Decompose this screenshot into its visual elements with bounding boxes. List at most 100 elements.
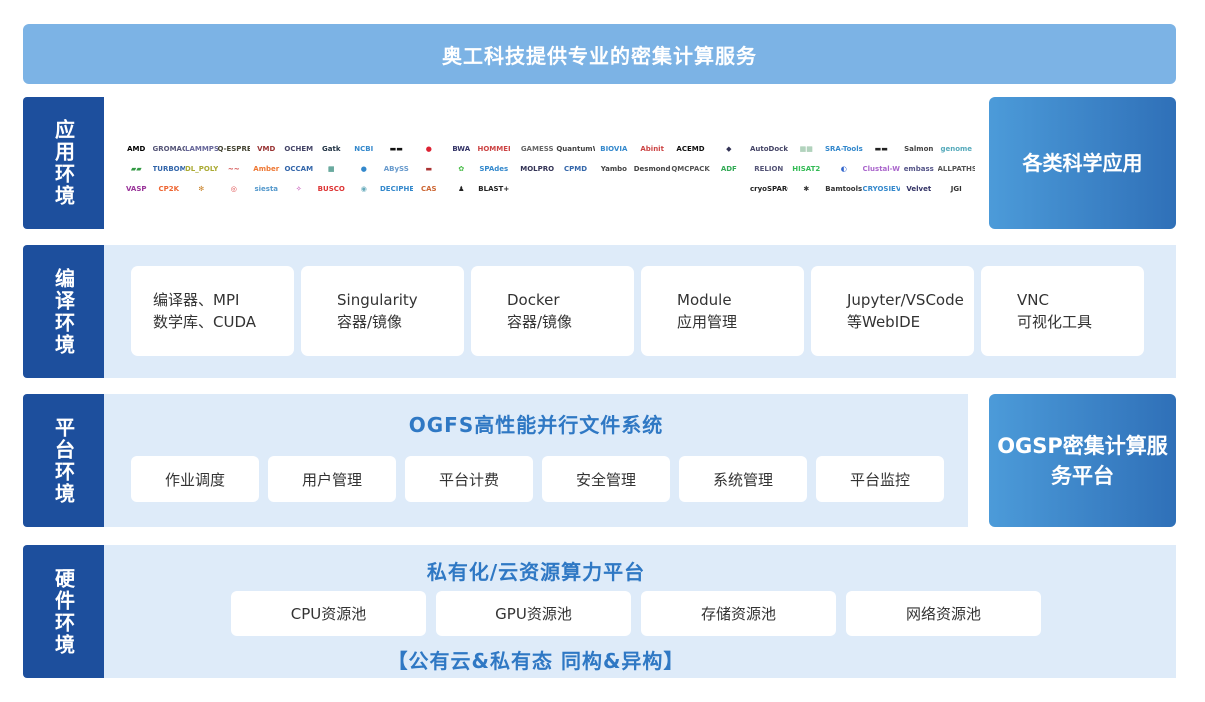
app-logo: ALLPATHS-LG xyxy=(937,165,976,173)
app-logo: DL_POLY xyxy=(185,165,218,173)
app-logo: SPAdes xyxy=(479,165,509,173)
card-line-2: 可视化工具 xyxy=(1017,313,1093,331)
platform-item: 用户管理 xyxy=(268,456,396,502)
app-logo: BLAST+ xyxy=(478,185,510,193)
platform-item: 作业调度 xyxy=(131,456,259,502)
app-logo: BIOVIA xyxy=(600,145,628,153)
compile-card: Module 应用管理 xyxy=(641,266,804,356)
app-logo: embass xyxy=(903,165,934,173)
app-logo: ADF xyxy=(720,165,737,173)
app-logo: ● xyxy=(360,165,367,173)
app-logo: GAMESS xyxy=(520,145,554,153)
app-logo: ✿ xyxy=(458,165,465,173)
app-logo: Desmond xyxy=(633,165,671,173)
app-logo: Bamtools xyxy=(825,185,863,193)
ogsp-platform-box: OGSP密集计算服务平台 xyxy=(989,394,1176,527)
app-logos-left: AMDGROMACSLAMMPSQ-ESPRESSOVMDOCHEMGatkNC… xyxy=(120,142,510,196)
app-logo: cryoSPARC xyxy=(750,185,788,193)
app-logo: Gatk xyxy=(322,145,341,153)
card-line-1: 编译器、MPI xyxy=(153,291,240,309)
app-logo: CAS xyxy=(420,185,437,193)
platform-item: 平台计费 xyxy=(405,456,533,502)
compile-card: 编译器、MPI 数学库、CUDA xyxy=(131,266,294,356)
app-logo: OCHEM xyxy=(284,145,314,153)
app-logo: ♟ xyxy=(458,185,465,193)
app-logo: siesta xyxy=(254,185,279,193)
app-logo: Salmon xyxy=(904,145,934,153)
card-line-1: Jupyter/VSCode xyxy=(847,291,964,309)
app-logo: genome xyxy=(940,145,973,153)
app-logo: LAMMPS xyxy=(185,145,218,153)
card-line-2: 等WebIDE xyxy=(847,313,921,331)
card-line-1: VNC xyxy=(1017,291,1049,309)
app-logo: GROMACS xyxy=(152,145,186,153)
app-logo: ▬ xyxy=(425,165,433,173)
app-logo: Q-ESPRESSO xyxy=(217,145,251,153)
app-logo: Yambo xyxy=(600,165,627,173)
cloud-footer: 【公有云&私有态 同构&异构】 xyxy=(387,649,685,673)
platform-item: 系统管理 xyxy=(679,456,807,502)
app-logo: SRA-Tools xyxy=(825,145,863,153)
app-logo: Abinit xyxy=(640,145,664,153)
app-logo: OCCAM xyxy=(284,165,314,173)
app-logo: MOLPRO xyxy=(520,165,555,173)
platform-item: 平台监控 xyxy=(816,456,944,502)
resource-pool: CPU资源池 xyxy=(231,591,426,636)
app-logo: Clustal-W xyxy=(862,165,900,173)
app-logo: ABySS xyxy=(383,165,409,173)
app-logo: CRYOSIEVE xyxy=(862,185,901,193)
page-title: 奥工科技提供专业的密集计算服务 xyxy=(23,24,1176,84)
app-logo: HISAT2 xyxy=(792,165,821,173)
resource-pool: GPU资源池 xyxy=(436,591,631,636)
compile-card: Jupyter/VSCode 等WebIDE xyxy=(811,266,974,356)
app-logo: ✱ xyxy=(803,185,810,193)
label-app-env: 应用环境 xyxy=(23,97,104,229)
card-line-2: 容器/镜像 xyxy=(337,313,403,331)
app-logo: NCBI xyxy=(354,145,374,153)
resource-pool: 网络资源池 xyxy=(846,591,1041,636)
app-logo: BWA xyxy=(452,145,471,153)
app-logo: ✧ xyxy=(295,185,302,193)
app-logos-middle: GAMESSQuantumWise BIOVIA Abinit ACEMD ◆ MOLPR… xyxy=(518,142,748,176)
scientific-apps-box: 各类科学应用 xyxy=(989,97,1176,229)
app-logo: ▦ xyxy=(327,165,335,173)
app-logo: AutoDock xyxy=(750,145,788,153)
card-line-2: 数学库、CUDA xyxy=(153,313,257,331)
card-line-2: 应用管理 xyxy=(677,313,738,331)
app-logo: CPMD xyxy=(563,165,588,173)
app-logo: Amber xyxy=(253,165,280,173)
app-logo: ◉ xyxy=(360,185,367,193)
app-logo: ▬▬ xyxy=(874,145,888,153)
card-line-2: 容器/镜像 xyxy=(507,313,573,331)
label-platform-env: 平台环境 xyxy=(23,394,104,527)
app-logo: Velvet xyxy=(906,185,932,193)
app-logo: HOMMER xyxy=(477,145,511,153)
app-logo: CP2K xyxy=(158,185,180,193)
card-line-1: Module xyxy=(677,291,732,309)
app-logo: BUSCO xyxy=(317,185,345,193)
app-logo: TURBOMOLE xyxy=(152,165,186,173)
compile-card: Docker 容器/镜像 xyxy=(471,266,634,356)
app-logo: ACEMD xyxy=(676,145,705,153)
app-logo: VASP xyxy=(125,185,147,193)
resource-pool: 存储资源池 xyxy=(641,591,836,636)
cloud-heading: 私有化/云资源算力平台 xyxy=(426,560,646,584)
app-logo: ◆ xyxy=(726,145,732,153)
app-logo: QuantumWise xyxy=(556,145,594,153)
app-logo: VMD xyxy=(257,145,276,153)
app-logo: ▬▬ xyxy=(389,145,403,153)
app-logo: RELION xyxy=(754,165,784,173)
app-logo: DECIPHER xyxy=(380,185,413,193)
ogfs-heading: OGFS高性能并行文件系统 xyxy=(408,413,664,437)
app-logo: ◐ xyxy=(840,165,847,173)
app-logo: ▰▰ xyxy=(130,165,142,173)
card-line-1: Docker xyxy=(507,291,560,309)
label-compile-env: 编译环境 xyxy=(23,245,104,378)
compile-card: VNC 可视化工具 xyxy=(981,266,1144,356)
app-logo: ◎ xyxy=(230,185,237,193)
app-logo: QMCPACK xyxy=(671,165,710,173)
app-logo: ▦▦ xyxy=(799,145,813,153)
app-logo: JGI xyxy=(950,185,962,193)
